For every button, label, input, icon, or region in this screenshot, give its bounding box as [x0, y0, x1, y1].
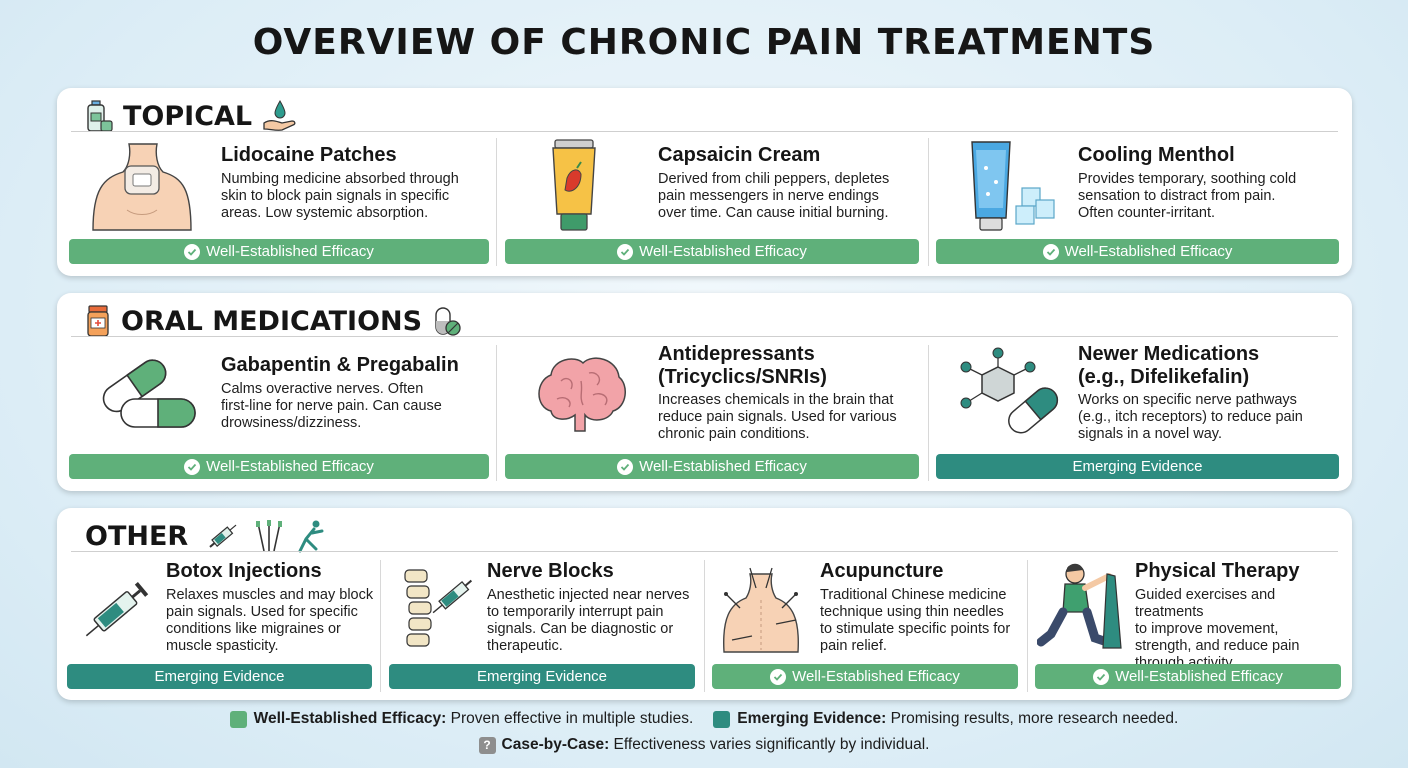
- treatment-description: Provides temporary, soothing cold sensat…: [1078, 171, 1297, 221]
- molecule-capsule-icon: [960, 347, 1059, 434]
- check-circle-icon: [770, 668, 787, 685]
- treatment-card-newer-medications: Newer Medications (e.g., Difelikefalin) …: [936, 343, 1339, 485]
- treatment-name: Acupuncture: [820, 560, 944, 582]
- treatment-card-acupuncture: Acupuncture Traditional Chinese medicine…: [712, 560, 1018, 692]
- treatment-name: Cooling Menthol: [1078, 144, 1235, 166]
- lotion-bottle-icon: [87, 100, 113, 132]
- section-divider: [71, 131, 1338, 132]
- treatment-name: Nerve Blocks: [487, 560, 614, 582]
- hand-drop-icon: [263, 99, 296, 131]
- treatment-card-capsaicin: Capsaicin Cream Derived from chili peppe…: [505, 136, 919, 268]
- section-topical: TOPICAL Lidocaine Patches Numbing medici…: [57, 88, 1352, 276]
- treatment-description: Works on specific nerve pathways (e.g., …: [1078, 392, 1303, 442]
- section-label: TOPICAL: [123, 100, 253, 132]
- treatment-name: Gabapentin & Pregabalin: [221, 354, 459, 376]
- legend-swatch: [713, 710, 731, 728]
- brain-icon: [538, 357, 626, 432]
- section-divider: [71, 336, 1338, 337]
- column-divider: [704, 560, 705, 692]
- treatment-name: Lidocaine Patches: [221, 144, 397, 166]
- chili-cream-tube-icon: [552, 139, 596, 231]
- stretching-person-icon: [298, 520, 324, 553]
- section-label: OTHER: [85, 520, 189, 552]
- efficacy-badge: Well-Established Efficacy: [505, 239, 919, 264]
- pill-bottle-icon: [87, 305, 109, 337]
- treatment-card-botox: Botox Injections Relaxes muscles and may…: [67, 560, 373, 692]
- capsules-icon: [102, 359, 196, 428]
- legend-item-emerging: Emerging Evidence: Promising results, mo…: [713, 710, 1178, 728]
- legend-item-case-by-case: ? Case-by-Case: Effectiveness varies sig…: [478, 736, 929, 754]
- legend-item-well-established: Well-Established Efficacy: Proven effect…: [229, 710, 693, 728]
- question-mark-icon: ?: [478, 736, 496, 754]
- treatment-description: Increases chemicals in the brain that re…: [658, 392, 897, 442]
- column-divider: [1027, 560, 1028, 692]
- syringe-icon: [209, 524, 237, 548]
- column-divider: [380, 560, 381, 692]
- efficacy-badge: Emerging Evidence: [936, 454, 1339, 479]
- treatment-description: Guided exercises and treatments to impro…: [1135, 587, 1300, 671]
- efficacy-badge: Emerging Evidence: [67, 664, 372, 689]
- treatment-description: Anesthetic injected near nerves to tempo…: [487, 587, 690, 654]
- section-label: ORAL MEDICATIONS: [121, 305, 423, 337]
- syringe-icon: [85, 582, 149, 637]
- treatment-description: Traditional Chinese medicine technique u…: [820, 587, 1011, 654]
- efficacy-badge: Well-Established Efficacy: [1035, 664, 1341, 689]
- efficacy-badge: Well-Established Efficacy: [69, 239, 489, 264]
- treatment-name: Newer Medications (e.g., Difelikefalin): [1078, 343, 1260, 388]
- check-circle-icon: [184, 243, 201, 260]
- treatment-name: Capsaicin Cream: [658, 144, 821, 166]
- treatment-card-gabapentin: Gabapentin & Pregabalin Calms overactive…: [69, 345, 489, 485]
- legend: Well-Established Efficacy: Proven effect…: [0, 710, 1408, 728]
- check-circle-icon: [184, 458, 201, 475]
- shoulder-patch-icon: [92, 143, 192, 231]
- treatment-name: Botox Injections: [166, 560, 322, 582]
- page-title: OVERVIEW OF CHRONIC PAIN TREATMENTS: [252, 22, 1156, 63]
- treatment-description: Relaxes muscles and may block pain signa…: [166, 587, 374, 654]
- treatment-card-physical-therapy: Physical Therapy Guided exercises and tr…: [1035, 560, 1341, 692]
- column-divider: [496, 138, 497, 266]
- treatment-name: Antidepressants (Tricyclics/SNRIs): [658, 343, 827, 388]
- capsule-icon: [435, 307, 461, 336]
- legend-case-by-case: ? Case-by-Case: Effectiveness varies sig…: [0, 736, 1408, 754]
- treatment-description: Calms overactive nerves. Often first-lin…: [221, 381, 442, 431]
- column-divider: [496, 345, 497, 481]
- check-circle-icon: [617, 458, 634, 475]
- efficacy-badge: Well-Established Efficacy: [505, 454, 919, 479]
- treatment-description: Numbing medicine absorbed through skin t…: [221, 171, 459, 221]
- section-header-oral: ORAL MEDICATIONS: [85, 301, 462, 341]
- section-divider: [71, 551, 1338, 552]
- section-header-other: OTHER: [85, 516, 326, 556]
- spine-syringe-icon: [404, 569, 473, 647]
- efficacy-badge: Emerging Evidence: [389, 664, 695, 689]
- treatment-card-antidepressants: Antidepressants (Tricyclics/SNRIs) Incre…: [505, 343, 919, 485]
- treatment-card-nerve-blocks: Nerve Blocks Anesthetic injected near ne…: [389, 560, 695, 692]
- treatment-card-lidocaine: Lidocaine Patches Numbing medicine absor…: [69, 136, 489, 268]
- check-circle-icon: [1042, 243, 1059, 260]
- back-needles-icon: [723, 567, 799, 653]
- section-other: OTHER: [57, 508, 1352, 700]
- efficacy-badge: Well-Established Efficacy: [69, 454, 489, 479]
- column-divider: [928, 138, 929, 266]
- column-divider: [928, 345, 929, 481]
- legend-swatch: [229, 710, 247, 728]
- exercise-band-icon: [1037, 563, 1122, 649]
- treatment-description: Derived from chili peppers, depletes pai…: [658, 171, 890, 221]
- treatment-card-menthol: Cooling Menthol Provides temporary, soot…: [936, 136, 1339, 268]
- check-circle-icon: [1093, 668, 1110, 685]
- treatment-name: Physical Therapy: [1135, 560, 1300, 582]
- needles-icon: [256, 520, 283, 552]
- section-header-topical: TOPICAL: [85, 96, 298, 136]
- gel-tube-ice-icon: [971, 141, 1055, 231]
- efficacy-badge: Well-Established Efficacy: [712, 664, 1018, 689]
- efficacy-badge: Well-Established Efficacy: [936, 239, 1339, 264]
- check-circle-icon: [617, 243, 634, 260]
- section-oral-medications: ORAL MEDICATIONS Gabapentin & Pregabalin…: [57, 293, 1352, 491]
